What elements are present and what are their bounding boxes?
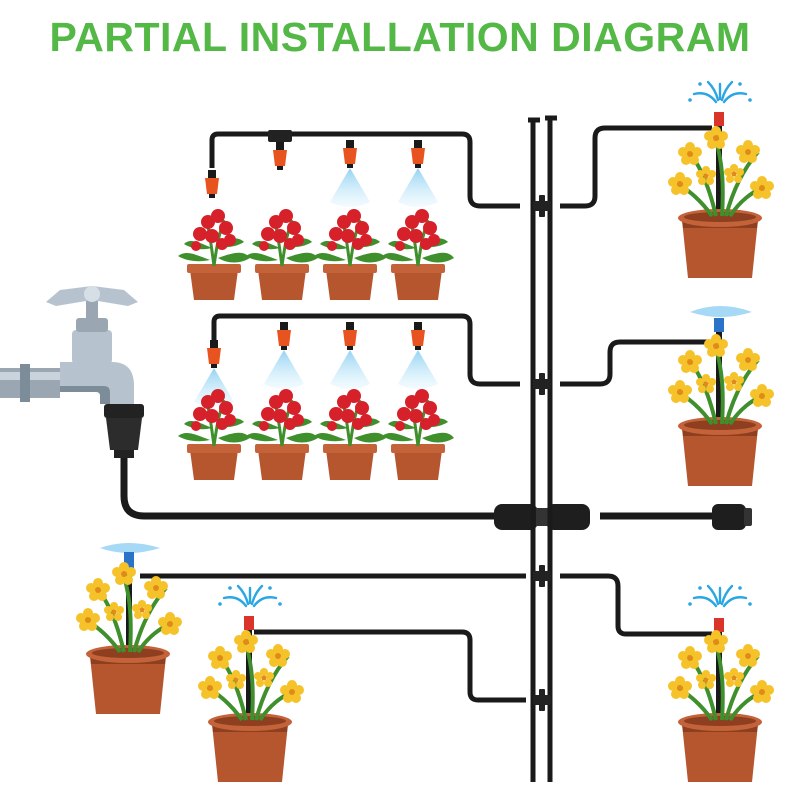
potted-yellow-flower-icon	[666, 124, 776, 280]
mist-nozzle-icon	[330, 322, 370, 389]
potted-yellow-flower-icon	[666, 332, 776, 488]
potted-red-flower-icon	[380, 387, 456, 482]
potted-yellow-flower-icon	[74, 560, 184, 716]
mist-nozzle-icon	[205, 170, 219, 198]
potted-yellow-flower-icon	[196, 628, 306, 784]
sprinkler-stake-icon	[687, 584, 753, 722]
potted-red-flower-icon	[312, 207, 388, 302]
hose-connector-icon	[104, 404, 144, 458]
vertical-riser-pipes	[528, 115, 557, 782]
faucet-icon	[0, 286, 138, 404]
sprinkler-stake-icon	[687, 80, 753, 218]
mist-nozzle-icon	[398, 322, 438, 389]
potted-red-flower-icon	[176, 207, 252, 302]
page-title: PARTIAL INSTALLATION DIAGRAM	[49, 14, 751, 60]
middle-left-branch	[254, 629, 551, 711]
mist-nozzle-icon	[264, 322, 304, 389]
upper-mist-branch	[209, 125, 712, 217]
sprinkler-stake-icon	[690, 306, 752, 424]
potted-red-flower-icon	[380, 207, 456, 302]
potted-red-flower-icon	[312, 387, 388, 482]
bottom-left-branch	[140, 565, 551, 587]
main-supply-pipe	[120, 458, 500, 520]
bottom-right-branch	[560, 573, 712, 637]
potted-red-flower-icon	[244, 207, 320, 302]
mist-nozzle-icon	[398, 140, 438, 207]
lower-mist-branch	[211, 313, 712, 395]
potted-red-flower-icon	[176, 387, 252, 482]
end-plug-icon	[712, 504, 752, 530]
potted-red-flower-icon	[244, 387, 320, 482]
sprinkler-stake-icon	[216, 584, 283, 718]
mist-nozzle-icon	[330, 140, 370, 207]
main-coupler	[494, 504, 590, 530]
potted-yellow-flower-icon	[666, 628, 776, 784]
mist-nozzle-icon	[268, 130, 292, 170]
